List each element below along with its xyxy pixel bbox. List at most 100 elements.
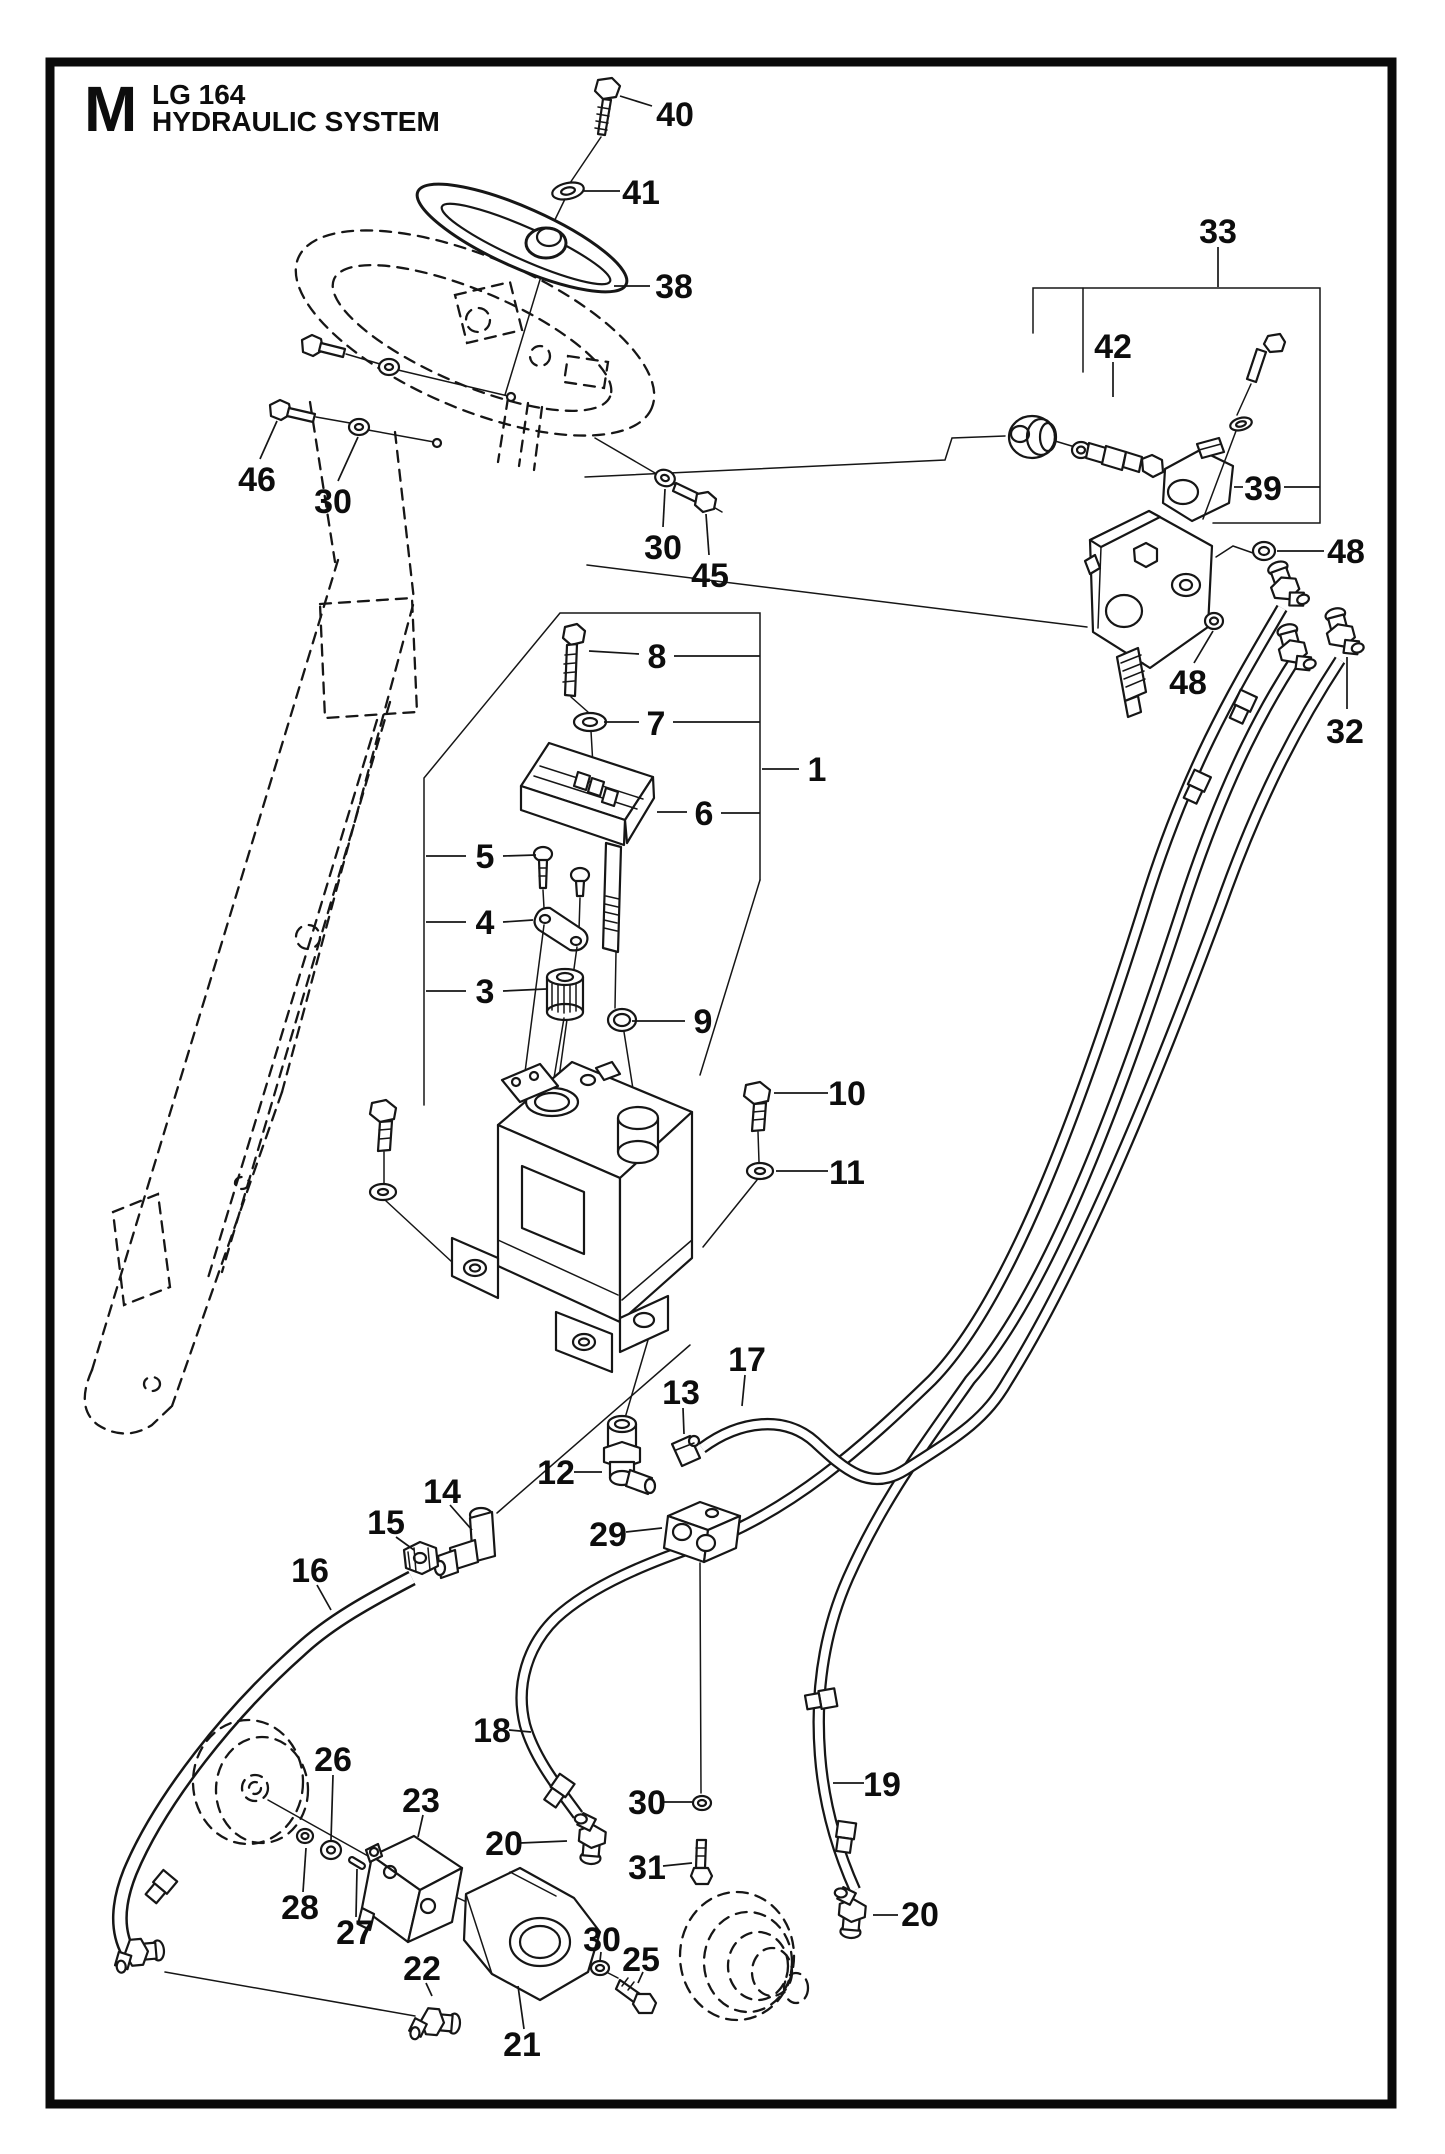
washer-7: [572, 711, 608, 733]
steering-wheel-group: [415, 76, 629, 294]
leader-line-28: [302, 1847, 307, 1893]
callout-29: 29: [589, 1516, 627, 1554]
o-ring-9: [606, 1007, 638, 1033]
callout-42: 42: [1094, 328, 1132, 366]
leader-line-25: [637, 1971, 644, 1984]
valve-39: [1161, 448, 1235, 523]
leader-line-29: [625, 1527, 663, 1533]
nut-48-lower: [1203, 611, 1225, 631]
callout-7: 7: [647, 705, 666, 743]
clamp-block-29: [662, 1500, 742, 1794]
callout-12: 12: [537, 1454, 575, 1492]
elbow-fitting-32: [1320, 602, 1367, 662]
callout-25: 25: [622, 1941, 660, 1979]
callout-23: 23: [402, 1782, 440, 1820]
washer-41: [551, 181, 585, 201]
nut-48-upper: [1251, 540, 1277, 562]
model-title: LG 164: [152, 79, 246, 110]
washer-30: [347, 417, 371, 437]
callout-30: 30: [628, 1784, 666, 1822]
column-mount-bolts: [268, 333, 723, 514]
bolt-left: [368, 1098, 453, 1263]
suction-line-fittings: [402, 1414, 742, 1794]
callout-10: 10: [828, 1075, 866, 1113]
coupling-cover-21: [462, 1866, 602, 2002]
filler-neck: [616, 1105, 660, 1165]
leader-line-15: [395, 1536, 415, 1551]
callout-30: 30: [644, 529, 682, 567]
leader-line-5: [502, 854, 537, 857]
filter-element-3: [545, 967, 585, 1022]
callout-46: 46: [238, 461, 276, 499]
callout-26: 26: [314, 1741, 352, 1779]
leader-line-20: [519, 1840, 568, 1844]
leader-line-18: [508, 1729, 532, 1733]
steering-valve-assembly: [1007, 287, 1367, 719]
page-title: HYDRAULIC SYSTEM: [152, 106, 440, 137]
washer-30-mid: [654, 468, 676, 488]
washer-30-mid2: [691, 1794, 713, 1812]
flywheel-outline: [191, 1718, 305, 1846]
callout-15: 15: [367, 1504, 405, 1542]
header: M LG 164 HYDRAULIC SYSTEM: [84, 73, 440, 145]
leader-line-3: [502, 988, 547, 992]
callout-30: 30: [314, 483, 352, 521]
callout-3: 3: [476, 973, 495, 1011]
washer-11: [745, 1161, 775, 1181]
callout-14: 14: [423, 1473, 461, 1511]
bolt-8: [561, 622, 587, 647]
elbow-fitting-22: [407, 2005, 463, 2045]
leader-line-45: [705, 513, 710, 556]
callout-1: 1: [808, 751, 827, 789]
leader-line-16: [316, 1584, 332, 1611]
elbow-fitting-20: [569, 1811, 609, 1867]
page-border: [45, 57, 1397, 2109]
leader-line-14: [449, 1504, 473, 1531]
nut-15: [402, 1540, 440, 1576]
leader-line-21: [517, 1985, 525, 2030]
leader-line-8: [588, 650, 640, 655]
nut-28: [295, 1827, 315, 1845]
callout-28: 28: [281, 1889, 319, 1927]
leader-line-27: [355, 1868, 358, 1918]
callout-38: 38: [655, 268, 693, 306]
leader-line-30: [337, 436, 359, 482]
leader-line-13: [682, 1407, 685, 1435]
leader-line-30: [662, 488, 666, 528]
callout-9: 9: [694, 1003, 713, 1041]
callout-19: 19: [863, 1766, 901, 1804]
callout-5: 5: [476, 838, 495, 876]
callout-30: 30: [583, 1921, 621, 1959]
bolt-10: [702, 1080, 775, 1248]
reservoir-tank: [368, 1060, 775, 1419]
callouts-layer: 4041383342394848324630304587165439101117…: [238, 95, 1365, 2064]
assembly-1-bracket: [423, 612, 761, 1106]
callout-16: 16: [291, 1552, 329, 1590]
callout-41: 41: [622, 174, 660, 212]
hydraulic-hoses: [112, 604, 1346, 1956]
leader-line-17: [741, 1374, 746, 1407]
callout-33: 33: [1199, 213, 1237, 251]
callout-17: 17: [728, 1341, 766, 1379]
leader-line-30: [599, 1951, 602, 1962]
callout-13: 13: [662, 1374, 700, 1412]
callout-22: 22: [403, 1950, 441, 1988]
callout-11: 11: [829, 1154, 865, 1192]
callout-45: 45: [691, 557, 729, 595]
reservoir-cover-group: [519, 622, 656, 1109]
bolt-31: [689, 1838, 714, 1886]
leader-line-46: [259, 420, 278, 460]
bolt-25: [614, 1977, 658, 2015]
elbow-fitting: [1272, 618, 1319, 678]
callout-32: 32: [1326, 713, 1364, 751]
leader-line-23: [417, 1814, 424, 1838]
callout-40: 40: [656, 96, 694, 134]
tee-fitting-12: [602, 1414, 657, 1496]
leader-line-40: [619, 95, 653, 107]
callout-48: 48: [1327, 533, 1365, 571]
hose-clamp-13: [670, 1434, 702, 1468]
steering-column-outline: [83, 229, 656, 1435]
callout-18: 18: [473, 1712, 511, 1750]
